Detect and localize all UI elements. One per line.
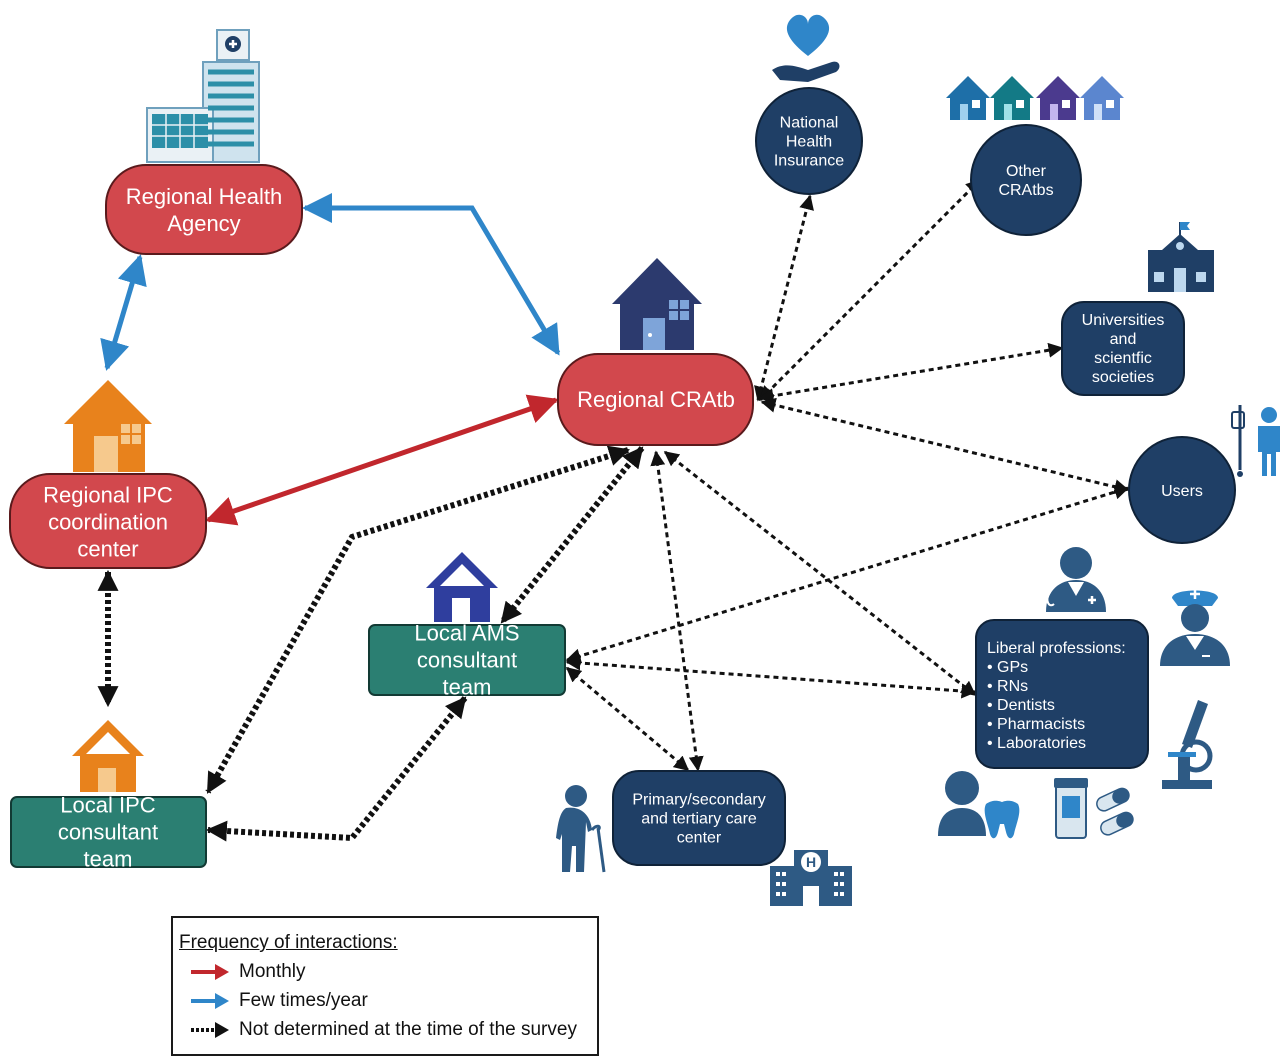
label-line: Regional IPC [43,483,173,508]
liberal-item: • Dentists [987,697,1055,714]
blue-arrow-icon [191,993,229,1009]
patient-iv-icon [1231,405,1280,477]
node-primary-care: Primary/secondary and tertiary care center [612,770,786,866]
heart-in-hand-icon [772,14,840,82]
connectors [97,178,1130,842]
house-icon [64,380,152,472]
edge-rha-ipc-center [100,254,147,371]
label-line: team [84,847,133,872]
label-line: Regional Health [126,184,283,209]
house-icon [426,552,498,622]
edge-cratb-liberal [663,450,977,697]
node-regional-cratb: Regional CRAtb [557,353,754,446]
legend: Frequency of interactions: Monthly Few t… [171,916,599,1056]
label-line: Agency [167,211,240,236]
edge-cratb-universities [758,342,1064,404]
legend-label: Few times/year [239,990,368,1011]
node-label: Liberal professions: [987,640,1126,657]
label-line: consultant [58,820,158,845]
edge-ams-ipc-team [205,696,468,842]
edge-rha-cratb [302,193,561,356]
edge-cratb-ipc-center [205,394,559,526]
label-line: scientfic [1094,350,1152,367]
svg-text:H: H [806,854,816,870]
hospital-icon: H [770,850,852,906]
node-label: Users [1161,483,1203,500]
liberal-item: • Laboratories [987,735,1086,752]
dentist-icon [938,771,1020,839]
label-line: CRAtbs [998,182,1053,199]
edge-ams-users [565,484,1130,664]
edge-cratb-other-cratbs [758,178,982,402]
label-line: National [780,115,839,132]
label-line: consultant [417,648,517,673]
nurse-icon [1160,589,1230,666]
elderly-person-icon [556,785,606,873]
node-label: Primary/secondary and tertiary care center [632,792,765,847]
liberal-items-list: • GPs • RNs • Dentists • Pharmacists • Labor… [987,659,1086,752]
node-liberal-professions: Liberal professions: • GPs • RNs • Dentist… [975,619,1149,769]
label-line: Universities [1082,312,1165,329]
label-line: center [77,537,138,562]
label-line: Health [786,134,832,151]
label-line: and [1110,331,1137,348]
label-line: Primary/secondary [632,792,765,809]
node-label: Universities and scientfic societies [1082,312,1165,386]
dotted-arrow-icon [191,1022,229,1038]
doctor-icon [1046,547,1106,612]
node-label: Regional CRAtb [577,387,735,412]
hospital-building-icon [146,29,260,163]
house-icon [72,720,144,792]
node-universities: Universities and scientfic societies [1061,301,1185,396]
edge-ams-primary [565,666,690,772]
label-line: center [677,830,722,847]
houses-row-icon [946,76,1124,120]
label-line: and tertiary care [641,811,757,828]
label-line: Local AMS [414,621,519,646]
legend-title: Frequency of interactions: [179,932,398,953]
liberal-item: • GPs [987,659,1028,676]
label-line: team [443,675,492,700]
legend-item-monthly: Monthly [189,960,599,986]
legend-item-few-times: Few times/year [189,989,599,1015]
edge-cratb-ams [499,446,645,624]
pills-icon [1054,778,1134,839]
edge-ams-liberal [565,655,977,699]
legend-label: Monthly [239,961,306,982]
edge-cratb-users [760,397,1130,495]
school-icon [1148,222,1214,292]
legend-label: Not determined at the time of the survey [239,1019,577,1040]
red-arrow-icon [191,964,229,980]
edge-cratb-primary [650,450,704,772]
legend-item-not-determined: Not determined at the time of the survey [189,1018,599,1044]
node-users: Users [1128,436,1236,544]
liberal-item: • Pharmacists [987,716,1085,733]
house-icon [612,258,702,350]
label-line: Other [1006,163,1047,180]
label-line: Insurance [774,153,844,170]
liberal-item: • RNs [987,678,1028,695]
label-line: coordination [48,510,168,535]
label-line: societies [1092,369,1154,386]
label-line: Local IPC [60,793,155,818]
edge-cratb-nhi [754,194,814,402]
microscope-icon [1162,700,1213,789]
